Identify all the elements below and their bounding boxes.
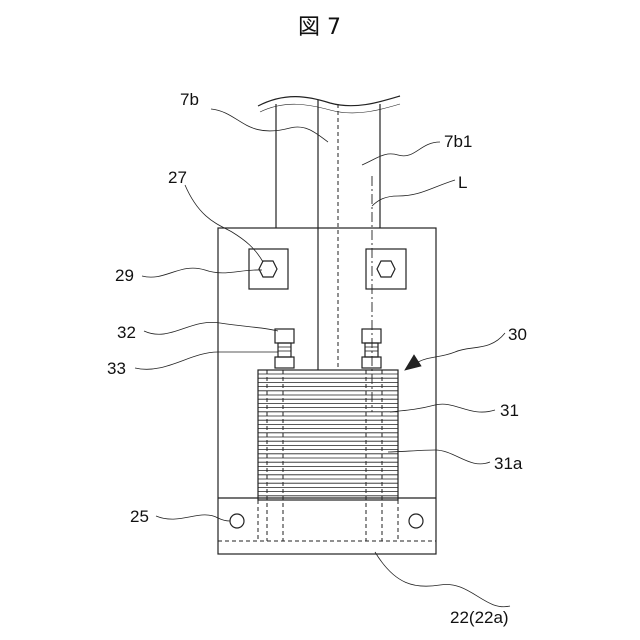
block-left — [249, 249, 288, 289]
label-22-22a: 22(22a) — [450, 608, 509, 627]
arrowhead-30 — [405, 355, 421, 370]
label-7b: 7b — [180, 90, 199, 109]
figure-title: 図 7 — [298, 15, 341, 40]
label-33: 33 — [107, 359, 126, 378]
bolt-left — [275, 329, 294, 368]
label-30: 30 — [508, 325, 527, 344]
label-31: 31 — [500, 401, 519, 420]
label-25: 25 — [130, 507, 149, 526]
damping-unit-30 — [258, 370, 398, 541]
reference-labels: 7b 7b1 L 27 29 32 33 30 31 31a 25 22(22a… — [107, 90, 527, 627]
label-7b1: 7b1 — [444, 132, 472, 151]
label-29: 29 — [115, 266, 134, 285]
bolt-right — [362, 329, 381, 368]
stacked-plates-31 — [258, 374, 398, 500]
label-27: 27 — [168, 168, 187, 187]
leader-lines — [135, 109, 510, 607]
label-31a: 31a — [494, 454, 523, 473]
vertical-member-7b — [258, 96, 400, 412]
label-32: 32 — [117, 323, 136, 342]
label-L: L — [458, 173, 467, 192]
